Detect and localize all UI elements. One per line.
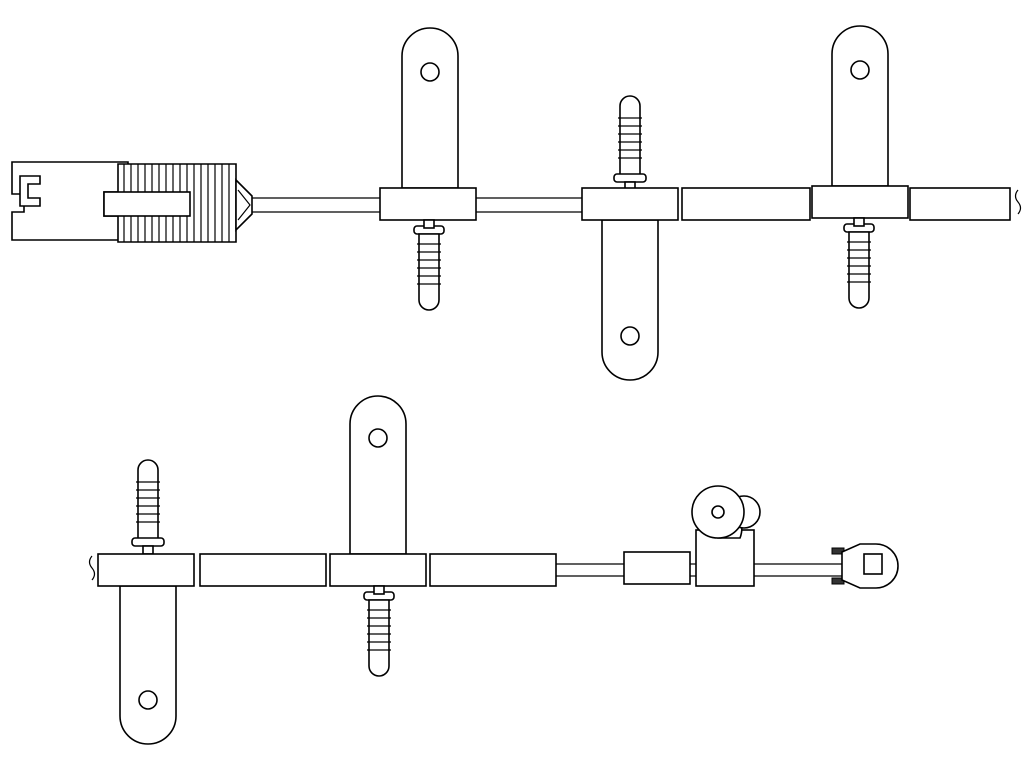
wire-break-mark: [1014, 189, 1022, 215]
mounting-hole: [368, 428, 388, 448]
mounting-hole: [620, 326, 640, 346]
upper-cable-assembly: [11, 25, 1022, 381]
grommet-tube: [429, 553, 557, 587]
bracket-clip-2: [581, 95, 679, 381]
bracket-clip-1: [379, 27, 477, 311]
upper-wire: [252, 197, 584, 213]
sensor-contact: [863, 553, 883, 575]
grommet-tube-end: [909, 187, 1011, 221]
mounting-hole: [850, 60, 870, 80]
bracket-clip-5: [329, 395, 427, 677]
bracket-clip-4: [97, 459, 195, 745]
bracket-clip-3: [811, 25, 909, 309]
roller-hole: [711, 505, 725, 519]
retaining-pin: [363, 585, 395, 677]
retaining-pin: [413, 219, 445, 311]
retaining-pin: [131, 459, 165, 555]
mounting-hole: [138, 690, 158, 710]
retaining-pin: [843, 217, 875, 309]
grommet-tube: [199, 553, 327, 587]
mounting-hole: [420, 62, 440, 82]
wire-break-mark: [88, 555, 96, 581]
lower-wire: [556, 563, 842, 577]
sensor-head: [831, 543, 899, 589]
wire-sleeve: [623, 551, 691, 585]
roller-clip: [691, 485, 761, 587]
connector-boot: [103, 163, 253, 243]
lower-cable-assembly: [88, 395, 899, 745]
retaining-pin: [613, 95, 647, 191]
grommet-tube: [681, 187, 811, 221]
